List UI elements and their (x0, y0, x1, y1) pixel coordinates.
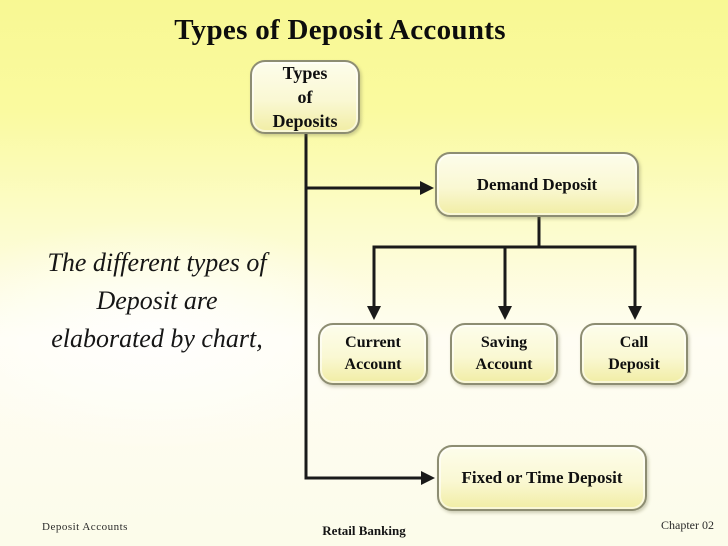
arrowhead-current-account (367, 306, 381, 320)
node-types-of-deposits: Types of Deposits (250, 60, 360, 134)
node-label-line: Current (345, 334, 401, 351)
node-label-line: Types (282, 63, 328, 83)
side-note-line: The different types of (47, 248, 267, 277)
node-fixed-or-time-deposit: Fixed or Time Deposit (437, 445, 647, 511)
arrowhead-call-deposit (628, 306, 642, 320)
node-label-line: Account (344, 356, 402, 373)
node-label-line: of (297, 87, 313, 107)
side-note: The different types of Deposit are elabo… (6, 244, 308, 358)
side-note-line: Deposit are (96, 286, 218, 315)
side-note-line: elaborated by chart, (51, 324, 263, 353)
arrowhead-saving-account (498, 306, 512, 320)
node-label-line: Deposit (608, 356, 660, 373)
node-demand-deposit: Demand Deposit (435, 152, 639, 217)
node-label-line: Saving (480, 334, 528, 351)
footer-course-label: Retail Banking (322, 523, 406, 538)
footer-topic-label: Deposit Accounts (42, 521, 128, 533)
node-label: Fixed or Time Deposit (461, 468, 623, 487)
arrowhead-demand-deposit (420, 181, 434, 195)
node-label-line: Call (619, 334, 649, 351)
node-label: Demand Deposit (476, 174, 598, 194)
node-label-line: Deposits (272, 111, 338, 131)
node-saving-account: Saving Account (450, 323, 558, 385)
node-current-account: Current Account (318, 323, 428, 385)
node-label-line: Account (475, 356, 533, 373)
node-call-deposit: Call Deposit (580, 323, 688, 385)
slide-title: Types of Deposit Accounts (174, 14, 506, 46)
footer-chapter-label: Chapter 02 (661, 518, 714, 532)
arrowhead-fixed-deposit (421, 471, 435, 485)
